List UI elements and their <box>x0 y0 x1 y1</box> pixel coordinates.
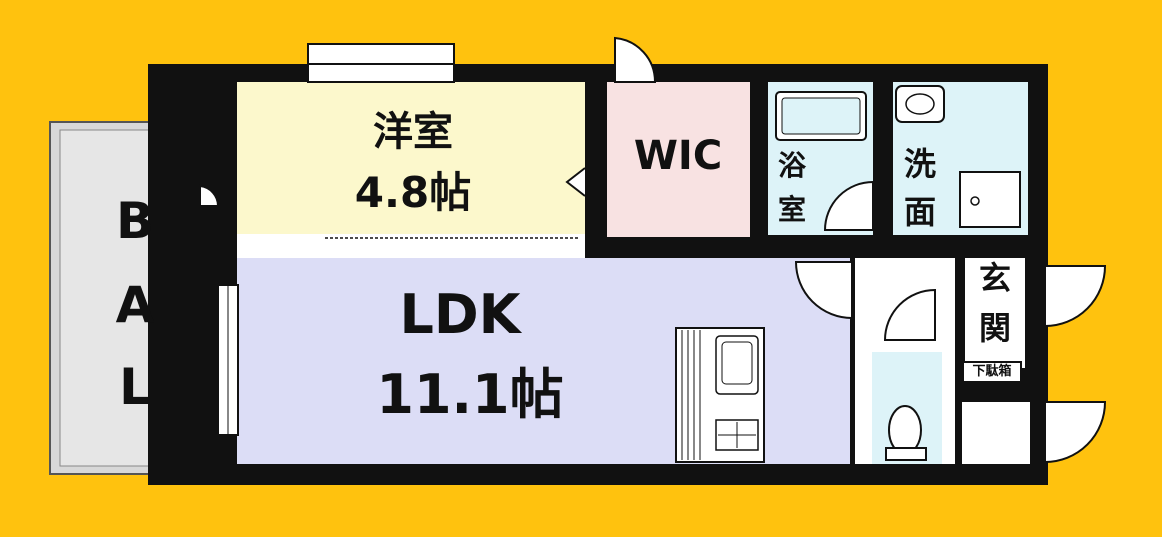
storage-floor <box>962 402 1030 464</box>
wash-basin-bowl <box>905 93 935 115</box>
washing-machine-drain <box>970 196 980 206</box>
shoe-box-label: 下駄箱 <box>972 364 1012 379</box>
door-ldk-hall <box>794 261 853 320</box>
door-top-wic <box>614 36 657 83</box>
door-bath <box>823 180 874 231</box>
bathtub-inner <box>781 97 861 135</box>
wic-floor <box>607 82 750 237</box>
western-room-size: 4.8帖 <box>354 168 472 217</box>
entrance-floor <box>965 258 1025 368</box>
door-storage <box>1044 401 1107 464</box>
toilet-bowl <box>888 405 922 455</box>
shoe-box <box>962 361 1022 383</box>
washroom-label-bottom: 面 <box>903 193 936 231</box>
bath-label-bottom: 室 <box>777 193 806 226</box>
western-room-floor <box>237 82 585 234</box>
door-toilet <box>883 288 936 341</box>
balcony-label-a: A <box>115 276 155 334</box>
balcony-label-b: B <box>115 192 155 250</box>
balcony-label-l: L <box>119 358 151 416</box>
door-left-western <box>199 184 220 207</box>
entrance-label-bottom: 関 <box>978 309 1011 347</box>
kitchen-sink-bowl <box>721 341 753 385</box>
bath-label-top: 浴 <box>777 149 806 182</box>
western-room-name: 洋室 <box>373 109 453 155</box>
wic-opening-arrow <box>565 167 586 197</box>
entrance-label-top: 玄 <box>978 259 1011 297</box>
washroom-label-top: 洗 <box>903 145 936 183</box>
wic-label: WIC <box>633 133 723 179</box>
washing-machine-space <box>959 171 1021 228</box>
toilet-tank <box>885 447 927 461</box>
door-entrance <box>1044 265 1107 328</box>
ldk-size: 11.1帖 <box>376 363 564 426</box>
ldk-label: LDK <box>399 283 521 346</box>
